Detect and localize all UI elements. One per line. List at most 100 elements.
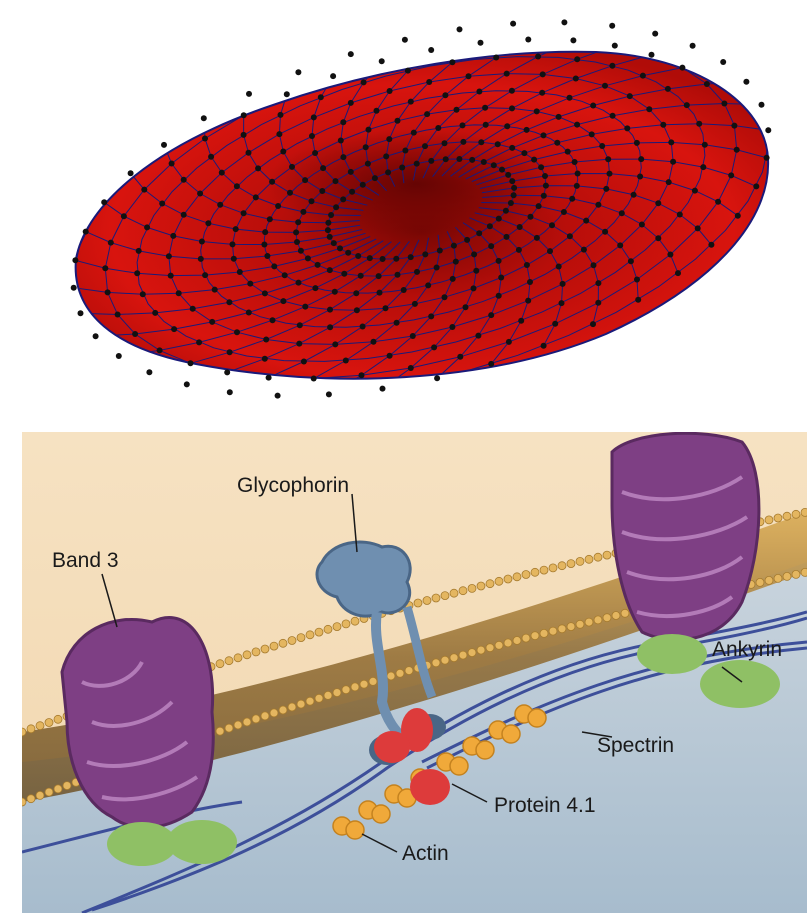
mesh-node bbox=[394, 320, 400, 326]
mesh-node bbox=[460, 139, 466, 145]
mesh-node bbox=[116, 353, 122, 359]
mesh-node bbox=[190, 306, 196, 312]
mesh-node bbox=[326, 391, 332, 397]
lipid-head bbox=[414, 599, 422, 607]
mesh-node bbox=[230, 241, 236, 247]
mesh-node bbox=[449, 324, 455, 330]
mesh-node bbox=[428, 313, 434, 319]
mesh-node bbox=[665, 86, 671, 92]
mesh-node bbox=[224, 369, 230, 375]
mesh-node bbox=[282, 272, 288, 278]
mesh-node bbox=[181, 212, 187, 218]
mesh-node bbox=[184, 381, 190, 387]
mesh-node bbox=[589, 131, 595, 137]
lipid-head bbox=[468, 584, 476, 592]
lipid-head bbox=[324, 625, 332, 633]
lipid-head bbox=[504, 639, 512, 647]
mesh-node bbox=[528, 214, 534, 220]
mesh-node bbox=[476, 230, 482, 236]
lipid-head bbox=[441, 592, 449, 600]
mesh-node bbox=[595, 280, 601, 286]
mesh-node bbox=[567, 95, 573, 101]
mesh-node bbox=[574, 183, 580, 189]
mesh-node bbox=[287, 190, 293, 196]
mesh-node bbox=[471, 251, 477, 257]
mesh-node bbox=[267, 216, 273, 222]
mesh-node bbox=[402, 37, 408, 43]
mesh-node bbox=[383, 305, 389, 311]
lipid-head bbox=[549, 627, 557, 635]
mesh-node bbox=[383, 153, 389, 159]
mesh-node bbox=[270, 317, 276, 323]
mesh-node bbox=[393, 256, 399, 262]
mesh-node bbox=[328, 212, 334, 218]
mesh-node bbox=[531, 157, 537, 163]
mesh-node bbox=[108, 240, 114, 246]
mesh-node bbox=[609, 63, 615, 69]
mesh-node bbox=[499, 167, 505, 173]
lipid-head bbox=[243, 651, 251, 659]
mesh-node bbox=[552, 321, 558, 327]
mesh-node bbox=[624, 125, 630, 131]
membrane-panel: Band 3 Glycophorin Spectrin Ankyrin Prot… bbox=[22, 432, 807, 913]
mesh-node bbox=[395, 118, 401, 124]
actin-monomer bbox=[372, 805, 390, 823]
mesh-node bbox=[496, 293, 502, 299]
lipid-head bbox=[297, 634, 305, 642]
mesh-node bbox=[428, 47, 434, 53]
mesh-node bbox=[442, 294, 448, 300]
lipid-head bbox=[513, 573, 521, 581]
mesh-node bbox=[278, 112, 284, 118]
mesh-node bbox=[574, 56, 580, 62]
mesh-node bbox=[569, 196, 575, 202]
mesh-node bbox=[493, 55, 499, 61]
mesh-node bbox=[509, 145, 515, 151]
lipid-head bbox=[279, 706, 287, 714]
mesh-node bbox=[457, 26, 463, 32]
mesh-node bbox=[380, 256, 386, 262]
mesh-node bbox=[197, 191, 203, 197]
lipid-head bbox=[792, 570, 800, 578]
mesh-node bbox=[386, 136, 392, 142]
lipid-head bbox=[279, 639, 287, 647]
lipid-head bbox=[531, 568, 539, 576]
lipid-head bbox=[486, 644, 494, 652]
lipid-head bbox=[495, 641, 503, 649]
mesh-node bbox=[476, 89, 482, 95]
mesh-node bbox=[610, 113, 616, 119]
lipid-head bbox=[432, 659, 440, 667]
mesh-node bbox=[231, 256, 237, 262]
mesh-node bbox=[121, 213, 127, 219]
mesh-node bbox=[305, 255, 311, 261]
mesh-node bbox=[325, 227, 331, 233]
mesh-node bbox=[353, 290, 359, 296]
lipid-head bbox=[792, 510, 800, 518]
mesh-node bbox=[255, 165, 261, 171]
mesh-node bbox=[504, 71, 510, 77]
lipid-head bbox=[468, 649, 476, 657]
mesh-node bbox=[635, 297, 641, 303]
mesh-node bbox=[743, 79, 749, 85]
mesh-node bbox=[759, 102, 765, 108]
lipid-head bbox=[540, 629, 548, 637]
mesh-node bbox=[631, 192, 637, 198]
lipid-head bbox=[477, 646, 485, 654]
lipid-head bbox=[531, 632, 539, 640]
mesh-node bbox=[684, 102, 690, 108]
mesh-node bbox=[556, 264, 562, 270]
mesh-node bbox=[655, 200, 661, 206]
mesh-node bbox=[327, 324, 333, 330]
mesh-node bbox=[301, 359, 307, 365]
mesh-node bbox=[226, 299, 232, 305]
mesh-node bbox=[371, 339, 377, 345]
mesh-node bbox=[332, 341, 338, 347]
mesh-node bbox=[141, 187, 147, 193]
mesh-node bbox=[426, 79, 432, 85]
lipid-head bbox=[567, 623, 575, 631]
mesh-node bbox=[227, 349, 233, 355]
mesh-node bbox=[660, 122, 666, 128]
mesh-node bbox=[675, 270, 681, 276]
mesh-node bbox=[171, 326, 177, 332]
mesh-node bbox=[275, 203, 281, 209]
lipid-head bbox=[459, 651, 467, 659]
